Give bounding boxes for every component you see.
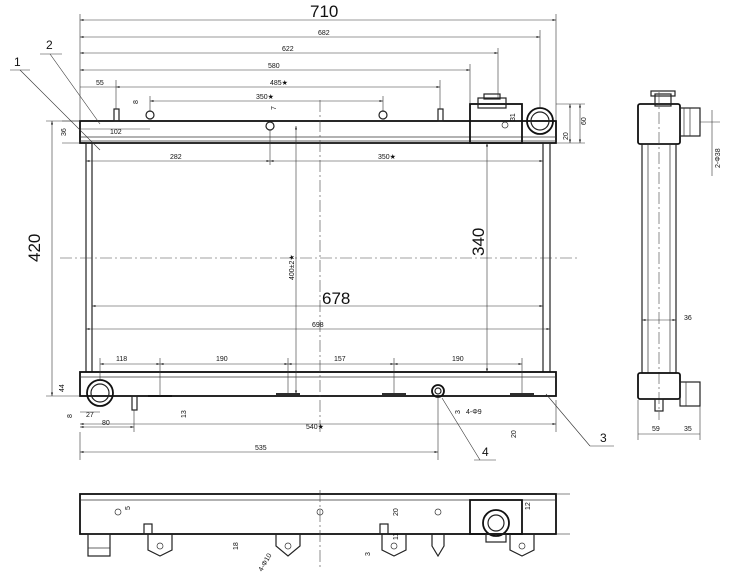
dim-698: 698 — [312, 322, 324, 329]
dim-7: 7 — [271, 106, 278, 110]
dim-55: 55 — [96, 80, 104, 87]
dim-44: 44 — [59, 384, 66, 392]
core — [85, 142, 551, 373]
drain-plug — [431, 384, 445, 398]
callouts: 1 2 3 4 — [10, 38, 614, 461]
side-dim-59: 59 — [652, 426, 660, 433]
callout-1: 1 — [14, 55, 21, 69]
bottom-dim-5: 5 — [125, 506, 132, 510]
dim-580: 580 — [268, 63, 280, 70]
dim-118: 118 — [116, 356, 127, 363]
dim-60: 60 — [581, 117, 588, 125]
dim-535: 535 — [255, 445, 267, 452]
dim-400: 400±2★ — [288, 254, 296, 280]
bottom-dimensions: 118 190 157 190 44 8 27 80 13 3 4-Φ9 20 … — [59, 356, 557, 460]
dim-27: 27 — [86, 412, 94, 419]
dim-350-mid: 350★ — [378, 153, 396, 161]
dim-3: 3 — [455, 410, 462, 414]
top-tank — [79, 120, 557, 144]
dim-20-bottom: 20 — [511, 430, 518, 438]
dim-80: 80 — [102, 420, 110, 427]
dim-485: 485★ — [270, 79, 288, 87]
bottom-dim-3: 3 — [365, 552, 372, 556]
bottom-dim-18: 18 — [233, 542, 240, 550]
dim-420: 420 — [25, 234, 44, 262]
vertical-dimensions: 420 400±2★ 340 678 698 — [25, 120, 550, 397]
dim-31: 31 — [510, 113, 517, 121]
dim-622: 622 — [282, 46, 294, 53]
dim-190-b: 190 — [452, 356, 464, 363]
dim-102: 102 — [110, 129, 122, 136]
top-dimensions: 710 682 622 580 485★ 55 350★ 8 7 102 — [61, 2, 588, 165]
callout-4: 4 — [482, 445, 489, 459]
side-dim-2phi38: 2-Φ38 — [715, 148, 722, 168]
dim-20-top: 20 — [563, 132, 570, 140]
bottom-dim-20: 20 — [393, 508, 400, 516]
dim-350-top: 350★ — [256, 93, 274, 101]
bottom-tank — [79, 371, 557, 397]
bottom-dim-11: 11 — [393, 533, 400, 540]
side-dim-35: 35 — [684, 426, 692, 433]
dim-190-a: 190 — [216, 356, 228, 363]
dim-8-top: 8 — [133, 100, 140, 104]
bottom-view: 5 20 12 18 11 3 4-Φ10 — [79, 490, 570, 573]
dim-678: 678 — [322, 289, 350, 308]
side-dim-36: 36 — [684, 315, 692, 322]
bottom-dim-4phi10: 4-Φ10 — [258, 552, 274, 573]
dim-540: 540★ — [306, 423, 324, 431]
callout-3: 3 — [600, 431, 607, 445]
dim-36-left: 36 — [61, 128, 68, 136]
dim-13: 13 — [181, 410, 188, 418]
dim-282: 282 — [170, 154, 182, 161]
dim-hole-4phi9: 4-Φ9 — [466, 409, 482, 416]
bottom-dim-12: 12 — [525, 502, 532, 510]
dim-8-bottom: 8 — [67, 414, 74, 418]
side-view: 2-Φ38 36 59 35 — [637, 90, 722, 440]
dim-682: 682 — [318, 30, 330, 37]
front-view: 710 682 622 580 485★ 55 350★ 8 7 102 — [10, 2, 614, 461]
dim-340: 340 — [469, 228, 488, 256]
dim-157: 157 — [334, 356, 346, 363]
dim-710: 710 — [310, 2, 338, 21]
callout-2: 2 — [46, 38, 53, 52]
